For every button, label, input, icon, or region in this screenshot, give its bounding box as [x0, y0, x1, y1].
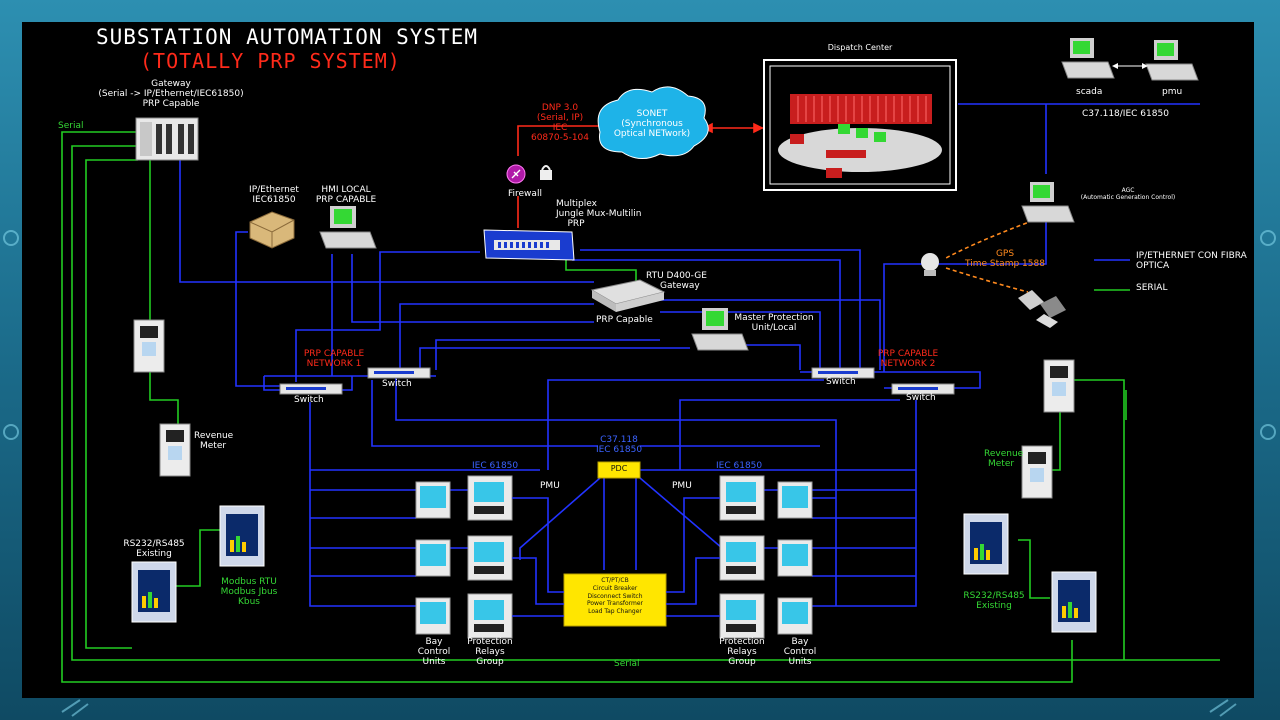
rtu-icon	[590, 279, 666, 312]
agc-label: AGC(Automatic Generation Control)	[1080, 187, 1176, 201]
switch-label-2b: Switch	[906, 393, 936, 403]
computer-icons	[319, 38, 1199, 351]
diagram-subtitle: (TOTALLY PRP SYSTEM)	[140, 49, 401, 73]
gateway-rack-icon	[135, 117, 199, 161]
serial-label-top: Serial	[58, 121, 84, 131]
ied-indicators	[474, 506, 756, 632]
sonet-cloud	[597, 86, 709, 159]
multiplexer-icon	[483, 229, 575, 261]
dispatch-label: Dispatch Center	[827, 43, 893, 52]
scada-label: scada	[1076, 87, 1103, 97]
serial-links	[61, 131, 1220, 683]
gps-antenna-icon	[921, 253, 939, 276]
c37-top-label: C37.118/IEC 61850	[1082, 109, 1169, 119]
gps-links	[945, 217, 1041, 293]
pmu-right-label: PMU	[672, 481, 692, 491]
slide-decoration	[3, 230, 1276, 717]
switch-label-1b: Switch	[294, 395, 324, 405]
ip-device-icon	[249, 211, 295, 249]
pdc-label: PDC	[610, 464, 628, 473]
switch-icons	[279, 367, 955, 395]
meter-icons	[133, 319, 1075, 499]
prp-capable-label: PRP Capable	[596, 315, 653, 325]
breaker-links	[512, 497, 720, 617]
switch-label-1a: Switch	[382, 379, 412, 389]
pmu-workstation-label: pmu	[1162, 87, 1183, 97]
ethernet-links	[179, 103, 1200, 607]
ied-screens	[420, 482, 808, 624]
legend-ip-text: IP/ETHERNET CON FIBRA OPTICA	[1136, 251, 1247, 271]
rtu-device-icons	[131, 505, 1097, 633]
dispatch-center	[763, 59, 957, 191]
satellite-icon	[1018, 290, 1066, 328]
iec-left-label: IEC 61850	[472, 461, 519, 471]
diagram-title: SUBSTATION AUTOMATION SYSTEM	[96, 25, 479, 49]
switch-label-2a: Switch	[826, 377, 856, 387]
firewall-icon	[506, 164, 552, 184]
breaker-box	[563, 573, 667, 627]
pdc-device	[597, 461, 641, 479]
iec-right-label: IEC 61850	[716, 461, 763, 471]
firewall-label: Firewall	[508, 189, 542, 199]
gateway-label: Gateway(Serial -> IP/Ethernet/IEC61850)P…	[98, 79, 244, 109]
serial-label-bottom: Serial	[614, 659, 640, 669]
legend-serial-text: SERIAL	[1136, 283, 1168, 293]
pmu-left-label: PMU	[540, 481, 560, 491]
